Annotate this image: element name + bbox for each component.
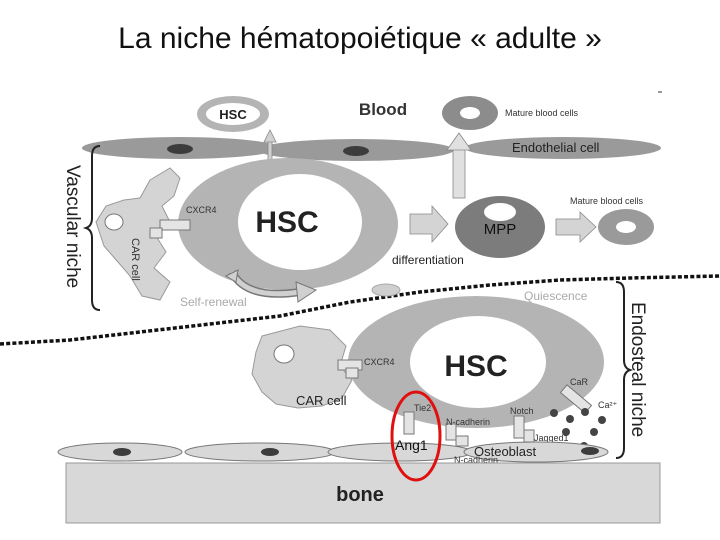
- hsc-main-bottom-label: HSC: [444, 350, 507, 383]
- cxcr4-top-label: CXCR4: [186, 205, 217, 215]
- mature-blood-cell-top: [442, 96, 498, 130]
- cxcr4-bottom-label: CXCR4: [364, 357, 395, 367]
- ca2-label: Ca²⁺: [598, 400, 618, 410]
- vascular-niche-label: Vascular niche: [62, 165, 83, 288]
- blood-label: Blood: [359, 100, 407, 119]
- up-arrow-right: [447, 133, 471, 198]
- mpp-cell: MPP: [455, 196, 545, 258]
- quiescence-label: Quiescence: [524, 289, 588, 303]
- car-cell-top-label: CAR cell: [129, 238, 141, 281]
- mature-cells-top-label: Mature blood cells: [505, 108, 579, 118]
- car-cell-bottom-label: CAR cell: [296, 393, 347, 408]
- niche-boundary-dashed: [0, 276, 720, 344]
- car-label: CaR: [570, 377, 589, 387]
- hsc-top-label: HSC: [219, 107, 247, 122]
- n-cadherin-1-label: N-cadherin: [446, 417, 490, 427]
- differentiation-arrow: [410, 206, 448, 242]
- notch-label: Notch: [510, 406, 534, 416]
- hsc-vascular: HSC: [178, 158, 398, 290]
- tie2-receptor: [404, 412, 414, 434]
- mpp-label: MPP: [484, 221, 517, 238]
- differentiation-label: differentiation: [392, 253, 464, 267]
- hsc-main-top-label: HSC: [255, 206, 318, 239]
- self-renewal-label: Self-renewal: [180, 295, 247, 309]
- bone-label: bone: [336, 484, 384, 506]
- endosteal-niche-label: Endosteal niche: [627, 302, 648, 437]
- jagged1-label: Jagged1: [534, 433, 569, 443]
- ang1-label: Ang1: [395, 437, 428, 453]
- tie2-label: Tie2: [414, 403, 431, 413]
- mature-cells-right-label: Mature blood cells: [570, 196, 644, 206]
- mature-blood-cell-right: [598, 209, 654, 245]
- mature-arrow: [556, 212, 596, 242]
- endothelial-cell-label: Endothelial cell: [512, 140, 600, 155]
- circulating-hsc: HSC: [197, 96, 269, 132]
